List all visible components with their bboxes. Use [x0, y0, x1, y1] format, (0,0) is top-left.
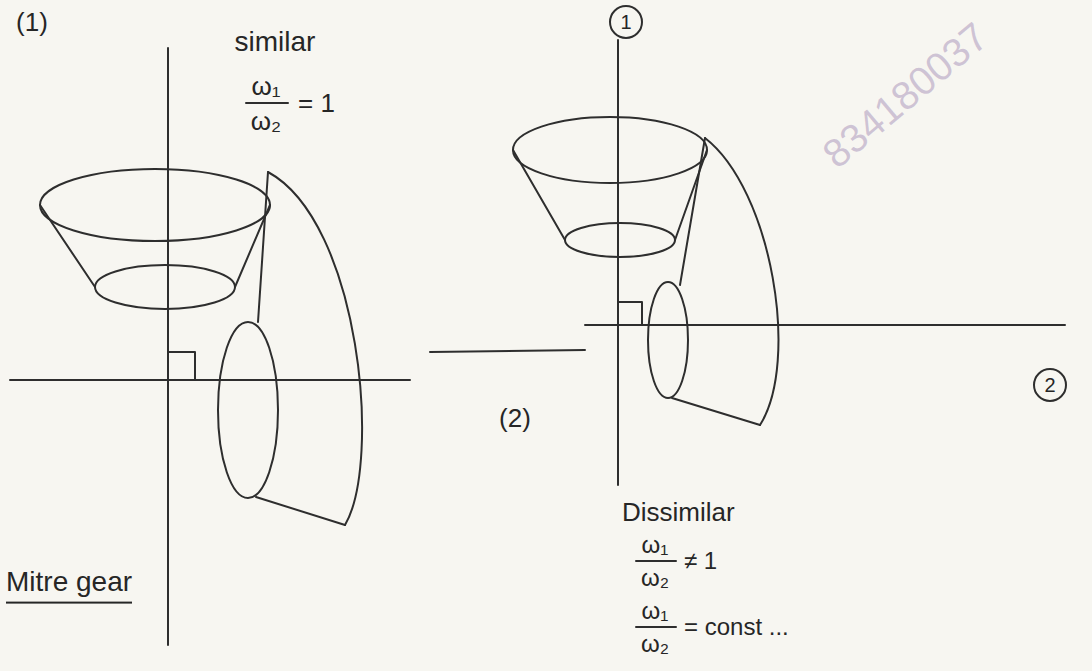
speed-symbol: ω₁: [251, 72, 280, 101]
speed-symbol: ω₂: [641, 565, 669, 591]
note-text: Dissimilar: [622, 498, 735, 527]
speed-symbol: ω₂: [251, 107, 281, 136]
fraction-bar: [636, 560, 676, 562]
speed-symbol: ω₁: [642, 598, 669, 624]
axis-number: (1): [16, 8, 48, 37]
gear-rim: [648, 282, 688, 398]
gear-rim: [513, 117, 707, 183]
right-angle-mark: [168, 352, 195, 380]
gear-rim: [95, 265, 235, 309]
note-text: similar: [235, 27, 316, 58]
cone-side: [256, 497, 345, 525]
cone-side: [672, 398, 760, 425]
gear-rim: [705, 138, 778, 425]
stray-line: [430, 350, 585, 352]
ratio-value: = 1: [298, 89, 335, 118]
axis-number: 2: [1044, 374, 1055, 396]
axis-number: (2): [499, 404, 531, 433]
gear-rim: [268, 172, 362, 525]
cone-side: [680, 138, 705, 285]
gear-name: Mitre gear: [6, 567, 132, 604]
cone-side: [258, 172, 268, 322]
horizontal-axis: [585, 324, 1065, 326]
cone-side: [513, 150, 565, 240]
ratio-value: = const ...: [684, 614, 789, 640]
speed-symbol: ω₂: [641, 631, 669, 657]
gear-rim: [565, 223, 675, 257]
fraction-bar: [246, 102, 288, 104]
horizontal-axis: [10, 379, 410, 381]
vertical-axis: [167, 48, 169, 645]
gear-rim: [40, 169, 270, 241]
cone-side: [675, 150, 707, 240]
ratio-value: ≠ 1: [684, 548, 717, 574]
axis-number: 1: [620, 11, 631, 33]
cone-side: [40, 205, 95, 287]
circle-mark: [1034, 369, 1066, 401]
speed-symbol: ω₁: [642, 532, 669, 558]
fraction-bar: [636, 626, 676, 628]
right-angle-mark: [618, 302, 642, 325]
watermark: 834180037: [814, 14, 996, 176]
vertical-axis: [617, 40, 619, 485]
circle-mark: [610, 6, 642, 38]
gear-rim: [218, 322, 278, 498]
